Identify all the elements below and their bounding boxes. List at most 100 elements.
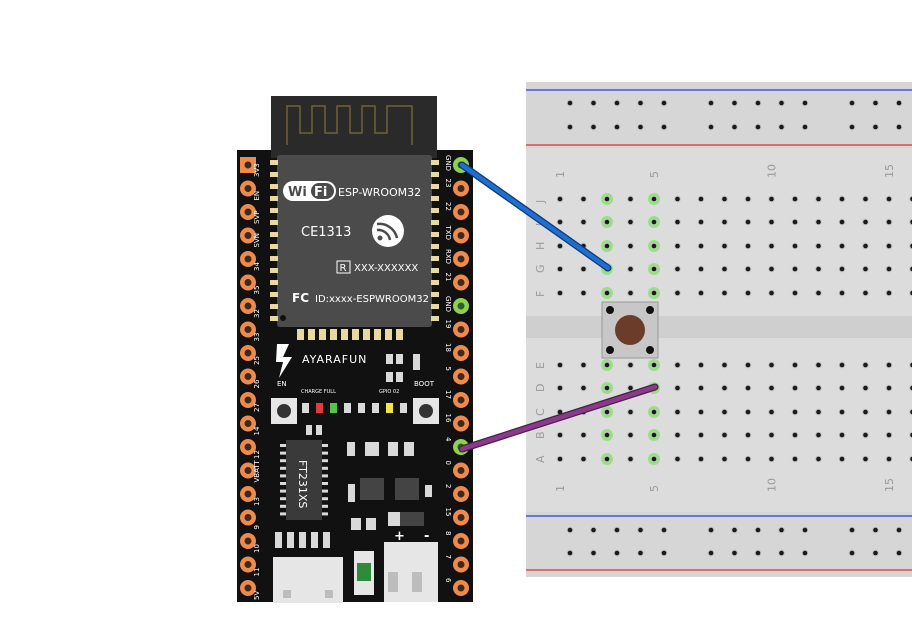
svg-text:Wi: Wi xyxy=(288,185,307,200)
left-pin-en[interactable]: EN xyxy=(240,180,261,201)
left-pin-32[interactable]: 32 xyxy=(240,298,261,318)
charge-label: CHARGE FULL xyxy=(301,389,336,395)
right-pin-22[interactable]: 22 xyxy=(444,202,469,220)
wifi-logo: Wi Fi xyxy=(283,181,336,201)
r-mark-box xyxy=(336,260,351,274)
right-pin-19[interactable]: 19 xyxy=(444,320,469,338)
left-pin-label: 5V xyxy=(253,591,261,600)
right-pin-gnd[interactable]: GND xyxy=(444,296,469,314)
right-pin-0[interactable]: 0 xyxy=(444,461,469,479)
right-pin-16[interactable]: 16 xyxy=(444,414,469,432)
right-pin-rxd[interactable]: RXD xyxy=(444,249,469,267)
row-label: B xyxy=(534,431,547,439)
column-number-bottom: 10 xyxy=(766,478,779,492)
left-pin-33[interactable]: 33 xyxy=(240,321,261,342)
left-pin-5v[interactable]: 5V xyxy=(240,580,261,600)
left-pin-label: SVN xyxy=(253,233,261,247)
breadboard-labels: 115510101515JIHGFEDCBA xyxy=(534,164,896,492)
left-pin-label: SVP xyxy=(253,211,261,224)
left-pin-vbatt[interactable]: VBATT xyxy=(240,460,261,483)
push-button[interactable] xyxy=(601,301,659,359)
right-pin-15[interactable]: 15 xyxy=(444,508,469,526)
en-label: EN xyxy=(277,380,287,388)
row-label: C xyxy=(534,408,547,416)
gnd-wire[interactable] xyxy=(459,162,611,271)
right-pin-label: 21 xyxy=(444,273,452,282)
battery-connector[interactable]: + - xyxy=(384,529,438,602)
right-pin-label: RXD xyxy=(444,249,452,264)
left-pin-35[interactable]: 35 xyxy=(240,274,261,295)
left-pin-label: 25 xyxy=(253,356,261,365)
left-pin-svp[interactable]: SVP xyxy=(240,204,261,224)
usb-connector[interactable] xyxy=(273,557,343,603)
row-label: E xyxy=(534,362,547,369)
left-pin-label: 26 xyxy=(253,379,261,388)
column-number-bottom: 1 xyxy=(554,485,567,492)
module-dot xyxy=(280,315,286,321)
en-button[interactable] xyxy=(271,398,297,424)
right-pin-label: TXD xyxy=(444,225,452,240)
gpio4-wire[interactable] xyxy=(459,384,658,452)
right-pin-label: 19 xyxy=(444,320,452,329)
left-pin-27[interactable]: 27 xyxy=(240,392,261,412)
left-pin-25[interactable]: 25 xyxy=(240,345,261,365)
left-pin-label: 34 xyxy=(253,262,261,271)
left-pin-10[interactable]: 10 xyxy=(240,533,261,553)
right-pin-label: 0 xyxy=(444,461,452,465)
boot-label: BOOT xyxy=(414,380,435,388)
right-pin-21[interactable]: 21 xyxy=(444,273,469,291)
left-pin-label: 14 xyxy=(253,426,261,435)
left-pin-label: 33 xyxy=(253,333,261,342)
fc-mark: FC xyxy=(292,291,309,305)
right-pin-8[interactable]: 8 xyxy=(444,531,469,549)
module-pins xyxy=(270,160,439,321)
gpio-label: GPIO 02 xyxy=(379,389,399,395)
right-pin-label: 22 xyxy=(444,202,452,211)
left-pin-13[interactable]: 13 xyxy=(240,486,261,506)
right-pin-2[interactable]: 2 xyxy=(444,484,469,502)
button-cap[interactable] xyxy=(615,315,645,345)
row-label: A xyxy=(534,455,547,463)
left-pin-11[interactable]: 11 xyxy=(240,556,261,577)
usb-uart-chip: FT231XS xyxy=(280,440,328,520)
right-pin-label: 5 xyxy=(444,367,452,371)
left-pin-label: 35 xyxy=(253,286,261,295)
lightning-logo xyxy=(276,344,292,378)
column-number-top: 5 xyxy=(648,171,661,178)
center-channel xyxy=(526,316,912,338)
right-pin-txd[interactable]: TXD xyxy=(444,225,469,244)
left-pin-14[interactable]: 14 xyxy=(240,415,261,436)
right-pin-5[interactable]: 5 xyxy=(444,367,469,385)
boot-button[interactable] xyxy=(413,398,439,424)
left-pin-26[interactable]: 26 xyxy=(240,368,261,389)
left-pin-svn[interactable]: SVN xyxy=(240,227,261,248)
column-number-top: 10 xyxy=(766,164,779,178)
antenna-area xyxy=(271,96,437,158)
breadboard-holes xyxy=(556,99,912,557)
right-pin-17[interactable]: 17 xyxy=(444,390,469,408)
right-pin-label: 23 xyxy=(444,179,452,188)
right-pin-18[interactable]: 18 xyxy=(444,343,469,361)
row-label: J xyxy=(534,200,547,204)
left-pin-34[interactable]: 34 xyxy=(240,251,261,271)
module-model: ESP-WROOM32 xyxy=(338,186,421,199)
right-pin-label: 18 xyxy=(444,343,452,352)
minus-label: - xyxy=(424,529,429,544)
right-pin-6[interactable]: 6 xyxy=(444,578,469,596)
fcc-id: ID:xxxx-ESPWROOM32 xyxy=(315,294,429,305)
antenna-trace xyxy=(286,105,413,145)
right-pin-label: 6 xyxy=(444,578,452,583)
left-pin-9[interactable]: 9 xyxy=(240,509,261,530)
left-pin-label: 32 xyxy=(253,309,261,318)
left-pin-12[interactable]: 12 xyxy=(240,439,261,459)
column-number-bottom: 5 xyxy=(648,485,661,492)
right-pin-7[interactable]: 7 xyxy=(444,555,469,573)
right-pin-label: 17 xyxy=(444,390,452,399)
row-label: D xyxy=(534,384,547,392)
right-pin-23[interactable]: 23 xyxy=(444,179,469,197)
left-pin-3v3[interactable]: 3V3 xyxy=(240,157,261,177)
wires xyxy=(458,161,659,453)
row-label: H xyxy=(534,242,547,250)
